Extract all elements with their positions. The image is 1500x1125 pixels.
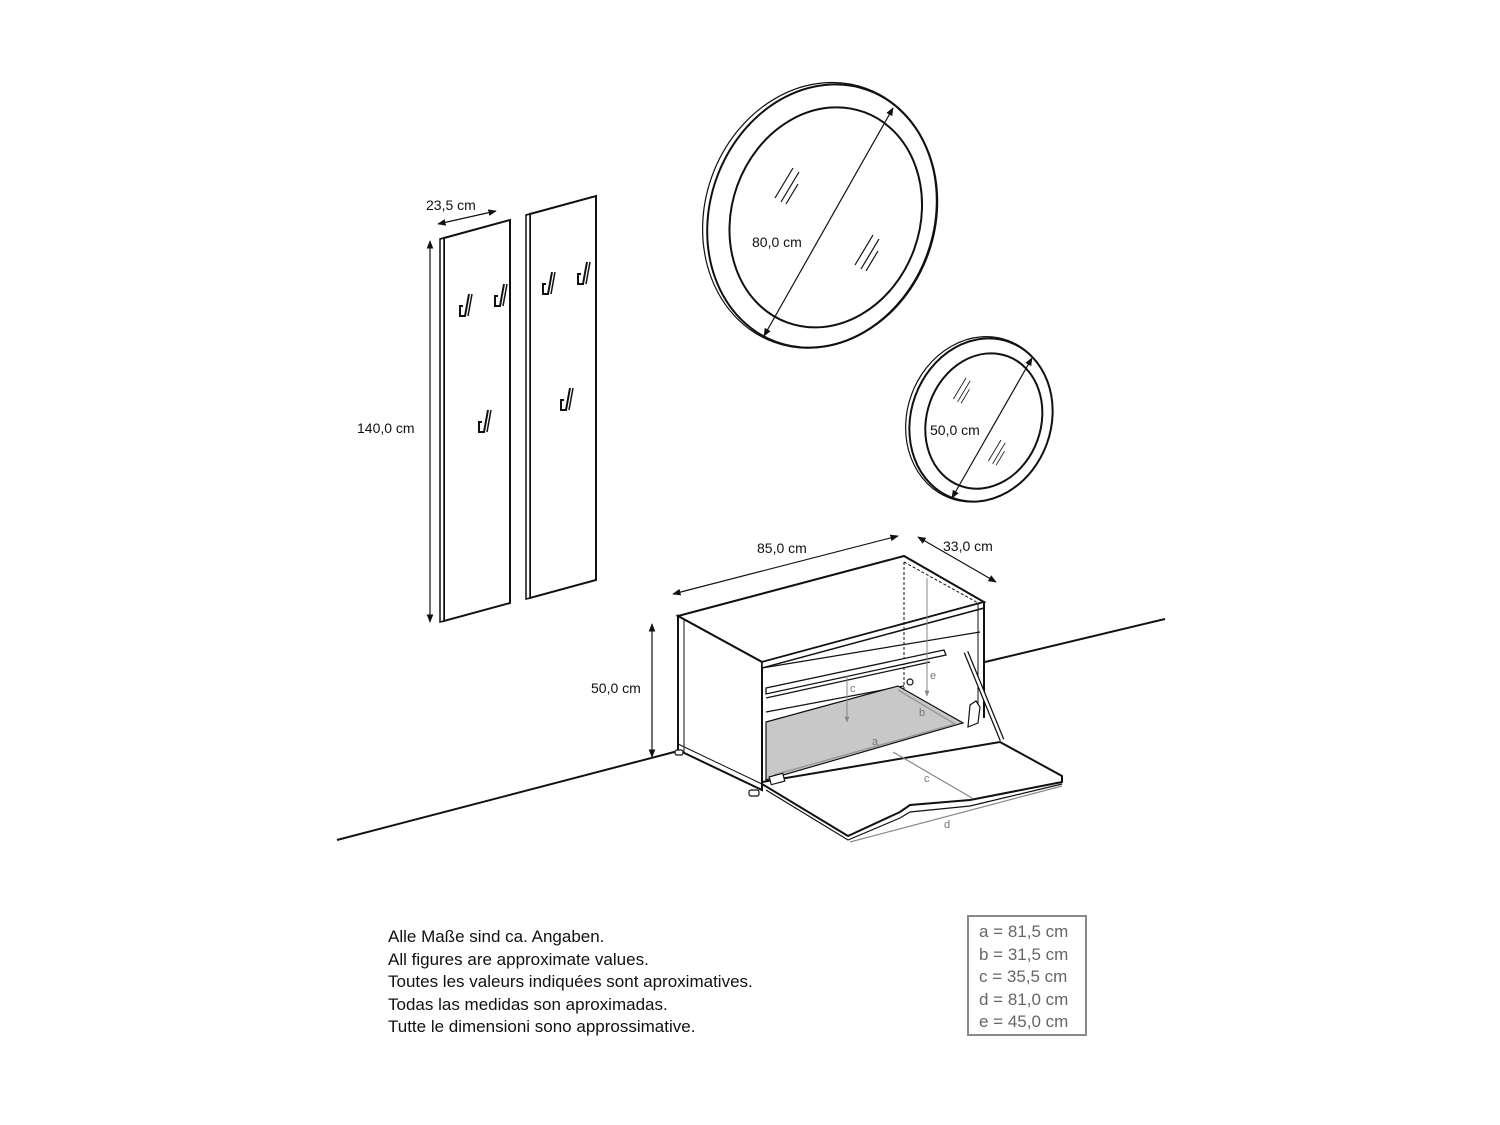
dim-b-label: b (919, 707, 925, 719)
panel-width-dimension: 23,5 cm (426, 197, 497, 226)
panel-width-label: 23,5 cm (426, 197, 476, 213)
note-fr: Toutes les valeurs indiquées sont aproxi… (388, 972, 753, 992)
mirror-small-dimension: 50,0 cm (930, 357, 1033, 499)
mirror-small (905, 336, 1054, 503)
coat-panel-right (525, 194, 597, 600)
dim-d-label: d (944, 819, 950, 831)
legend-item-a: a = 81,5 cm (979, 922, 1069, 941)
shoe-cabinet (674, 554, 1063, 841)
cabinet-depth-label: 33,0 cm (943, 538, 993, 554)
mirror-large-label: 80,0 cm (752, 234, 802, 250)
cabinet-height-dimension: 50,0 cm (591, 623, 656, 758)
panel-height-label: 140,0 cm (357, 420, 415, 436)
legend-item-d: d = 81,0 cm (979, 989, 1069, 1009)
dim-a-label: a (872, 736, 879, 748)
note-de: Alle Maße sind ca. Angaben. (388, 927, 605, 946)
legend-item-b: b = 31,5 cm (979, 944, 1069, 964)
dim-c-flap-label: c (924, 773, 930, 785)
mirror-small-label: 50,0 cm (930, 422, 980, 438)
cabinet-depth-dimension: 33,0 cm (917, 536, 997, 583)
mirror-large-dimension: 80,0 cm (752, 107, 894, 337)
cabinet-width-dimension: 85,0 cm (672, 534, 899, 596)
disclaimer-notes: Alle Maße sind ca. Angaben. All figures … (388, 926, 753, 1039)
note-es: Todas las medidas son aproximadas. (388, 994, 668, 1014)
coat-panel-left (439, 218, 511, 623)
floor-line (336, 618, 1166, 841)
legend-item-c: c = 35,5 cm (979, 967, 1068, 987)
dimension-legend: a = 81,5 cm b = 31,5 cm c = 35,5 cm d = … (967, 915, 1087, 1036)
cabinet-width-label: 85,0 cm (757, 540, 807, 556)
mirror-large (702, 81, 939, 349)
dim-e-label: e (930, 670, 936, 682)
legend-item-e: e = 45,0 cm (979, 1012, 1069, 1032)
cabinet-inner-dimensions: c e b a c d (844, 578, 1063, 843)
dim-c-inner-label: c (850, 683, 856, 695)
cabinet-height-label: 50,0 cm (591, 680, 641, 696)
note-en: All figures are approximate values. (388, 949, 649, 969)
note-it: Tutte le dimensioni sono approssimative. (388, 1017, 696, 1037)
panel-height-dimension: 140,0 cm (357, 240, 434, 623)
